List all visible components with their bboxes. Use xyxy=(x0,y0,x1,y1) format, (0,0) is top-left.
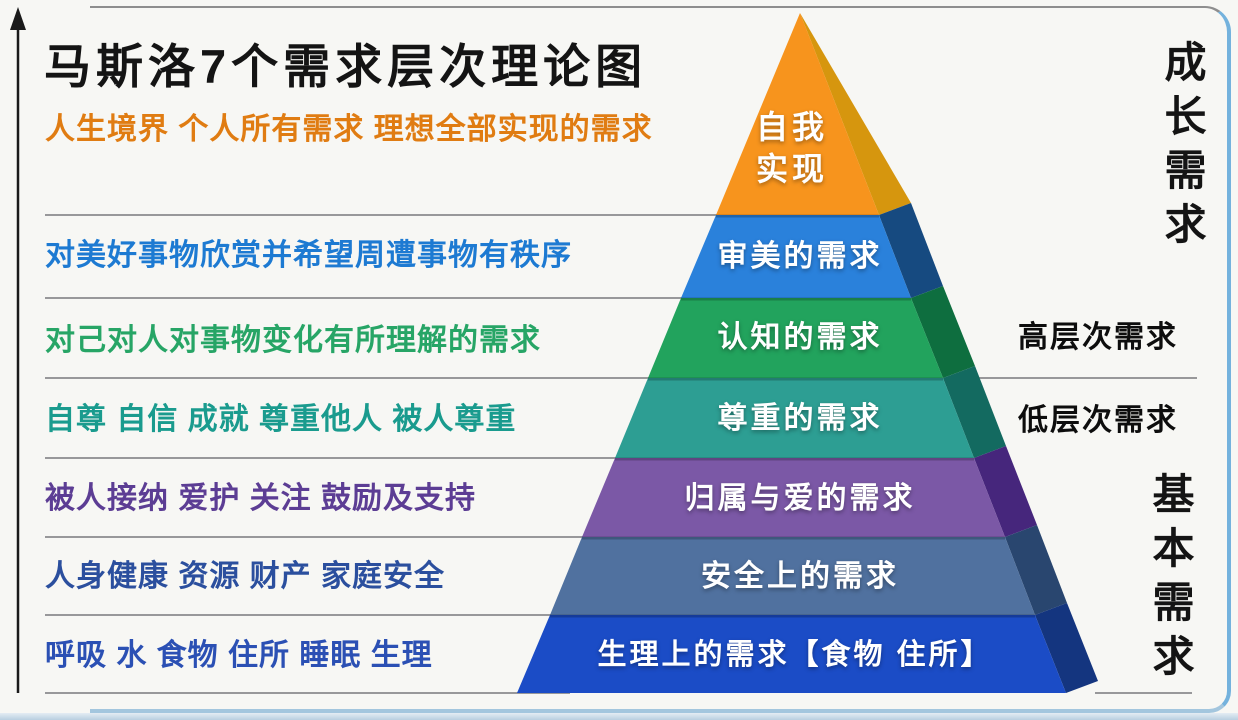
page-title: 马斯洛7个需求层次理论图 xyxy=(44,40,648,93)
side-physiological xyxy=(1035,603,1098,693)
label-cognitive: 认知的需求 xyxy=(717,321,883,354)
note-growth-needs: 成长需求 xyxy=(1159,40,1206,256)
level-physiological xyxy=(517,615,1066,693)
note-basic-needs: 基本需求 xyxy=(1147,472,1194,688)
bottom-edge-strip xyxy=(0,713,1238,720)
desc-cognitive: 对己对人对事物变化有所理解的需求 xyxy=(45,324,541,357)
level-esteem xyxy=(615,378,974,458)
label-esteem: 尊重的需求 xyxy=(717,402,883,435)
label-physiological: 生理上的需求【食物 住所】 xyxy=(597,639,993,671)
desc-esteem: 自尊 自信 成就 尊重他人 被人尊重 xyxy=(45,403,517,436)
desc-self-actualization: 人生境界 个人所有需求 理想全部实现的需求 xyxy=(45,113,653,146)
note-low-level: 低层次需求 xyxy=(1018,404,1178,437)
level-self-actualization xyxy=(716,13,879,215)
side-belonging xyxy=(974,446,1037,537)
side-esteem xyxy=(943,366,1006,458)
note-high-level: 高层次需求 xyxy=(1018,321,1178,354)
layer-bevel-lines xyxy=(550,214,1035,618)
label-safety: 安全上的需求 xyxy=(701,560,899,593)
divider-lines xyxy=(45,214,1197,694)
label-belonging: 归属与爱的需求 xyxy=(684,482,916,515)
side-safety xyxy=(1005,525,1067,615)
desc-aesthetic: 对美好事物欣赏并希望周遭事物有秩序 xyxy=(45,239,572,272)
level-safety xyxy=(550,537,1035,615)
level-aesthetic xyxy=(681,215,911,298)
side-aesthetic xyxy=(879,203,943,298)
pyramid-side-faces xyxy=(800,13,1098,693)
desc-safety: 人身健康 资源 财产 家庭安全 xyxy=(45,560,446,593)
level-belonging xyxy=(582,458,1005,537)
axis-arrow xyxy=(10,7,26,693)
label-self-actualization: 自我实现 xyxy=(755,109,828,187)
desc-physiological: 呼吸 水 食物 住所 睡眠 生理 xyxy=(45,639,433,672)
label-aesthetic: 审美的需求 xyxy=(717,240,883,273)
diagram-frame-border xyxy=(90,6,1231,713)
level-cognitive xyxy=(648,298,943,378)
side-cognitive xyxy=(911,286,975,378)
desc-belonging: 被人接纳 爱护 关注 鼓励及支持 xyxy=(45,482,477,515)
side-self-actualization xyxy=(800,13,911,215)
pyramid-front-faces xyxy=(517,13,1066,693)
